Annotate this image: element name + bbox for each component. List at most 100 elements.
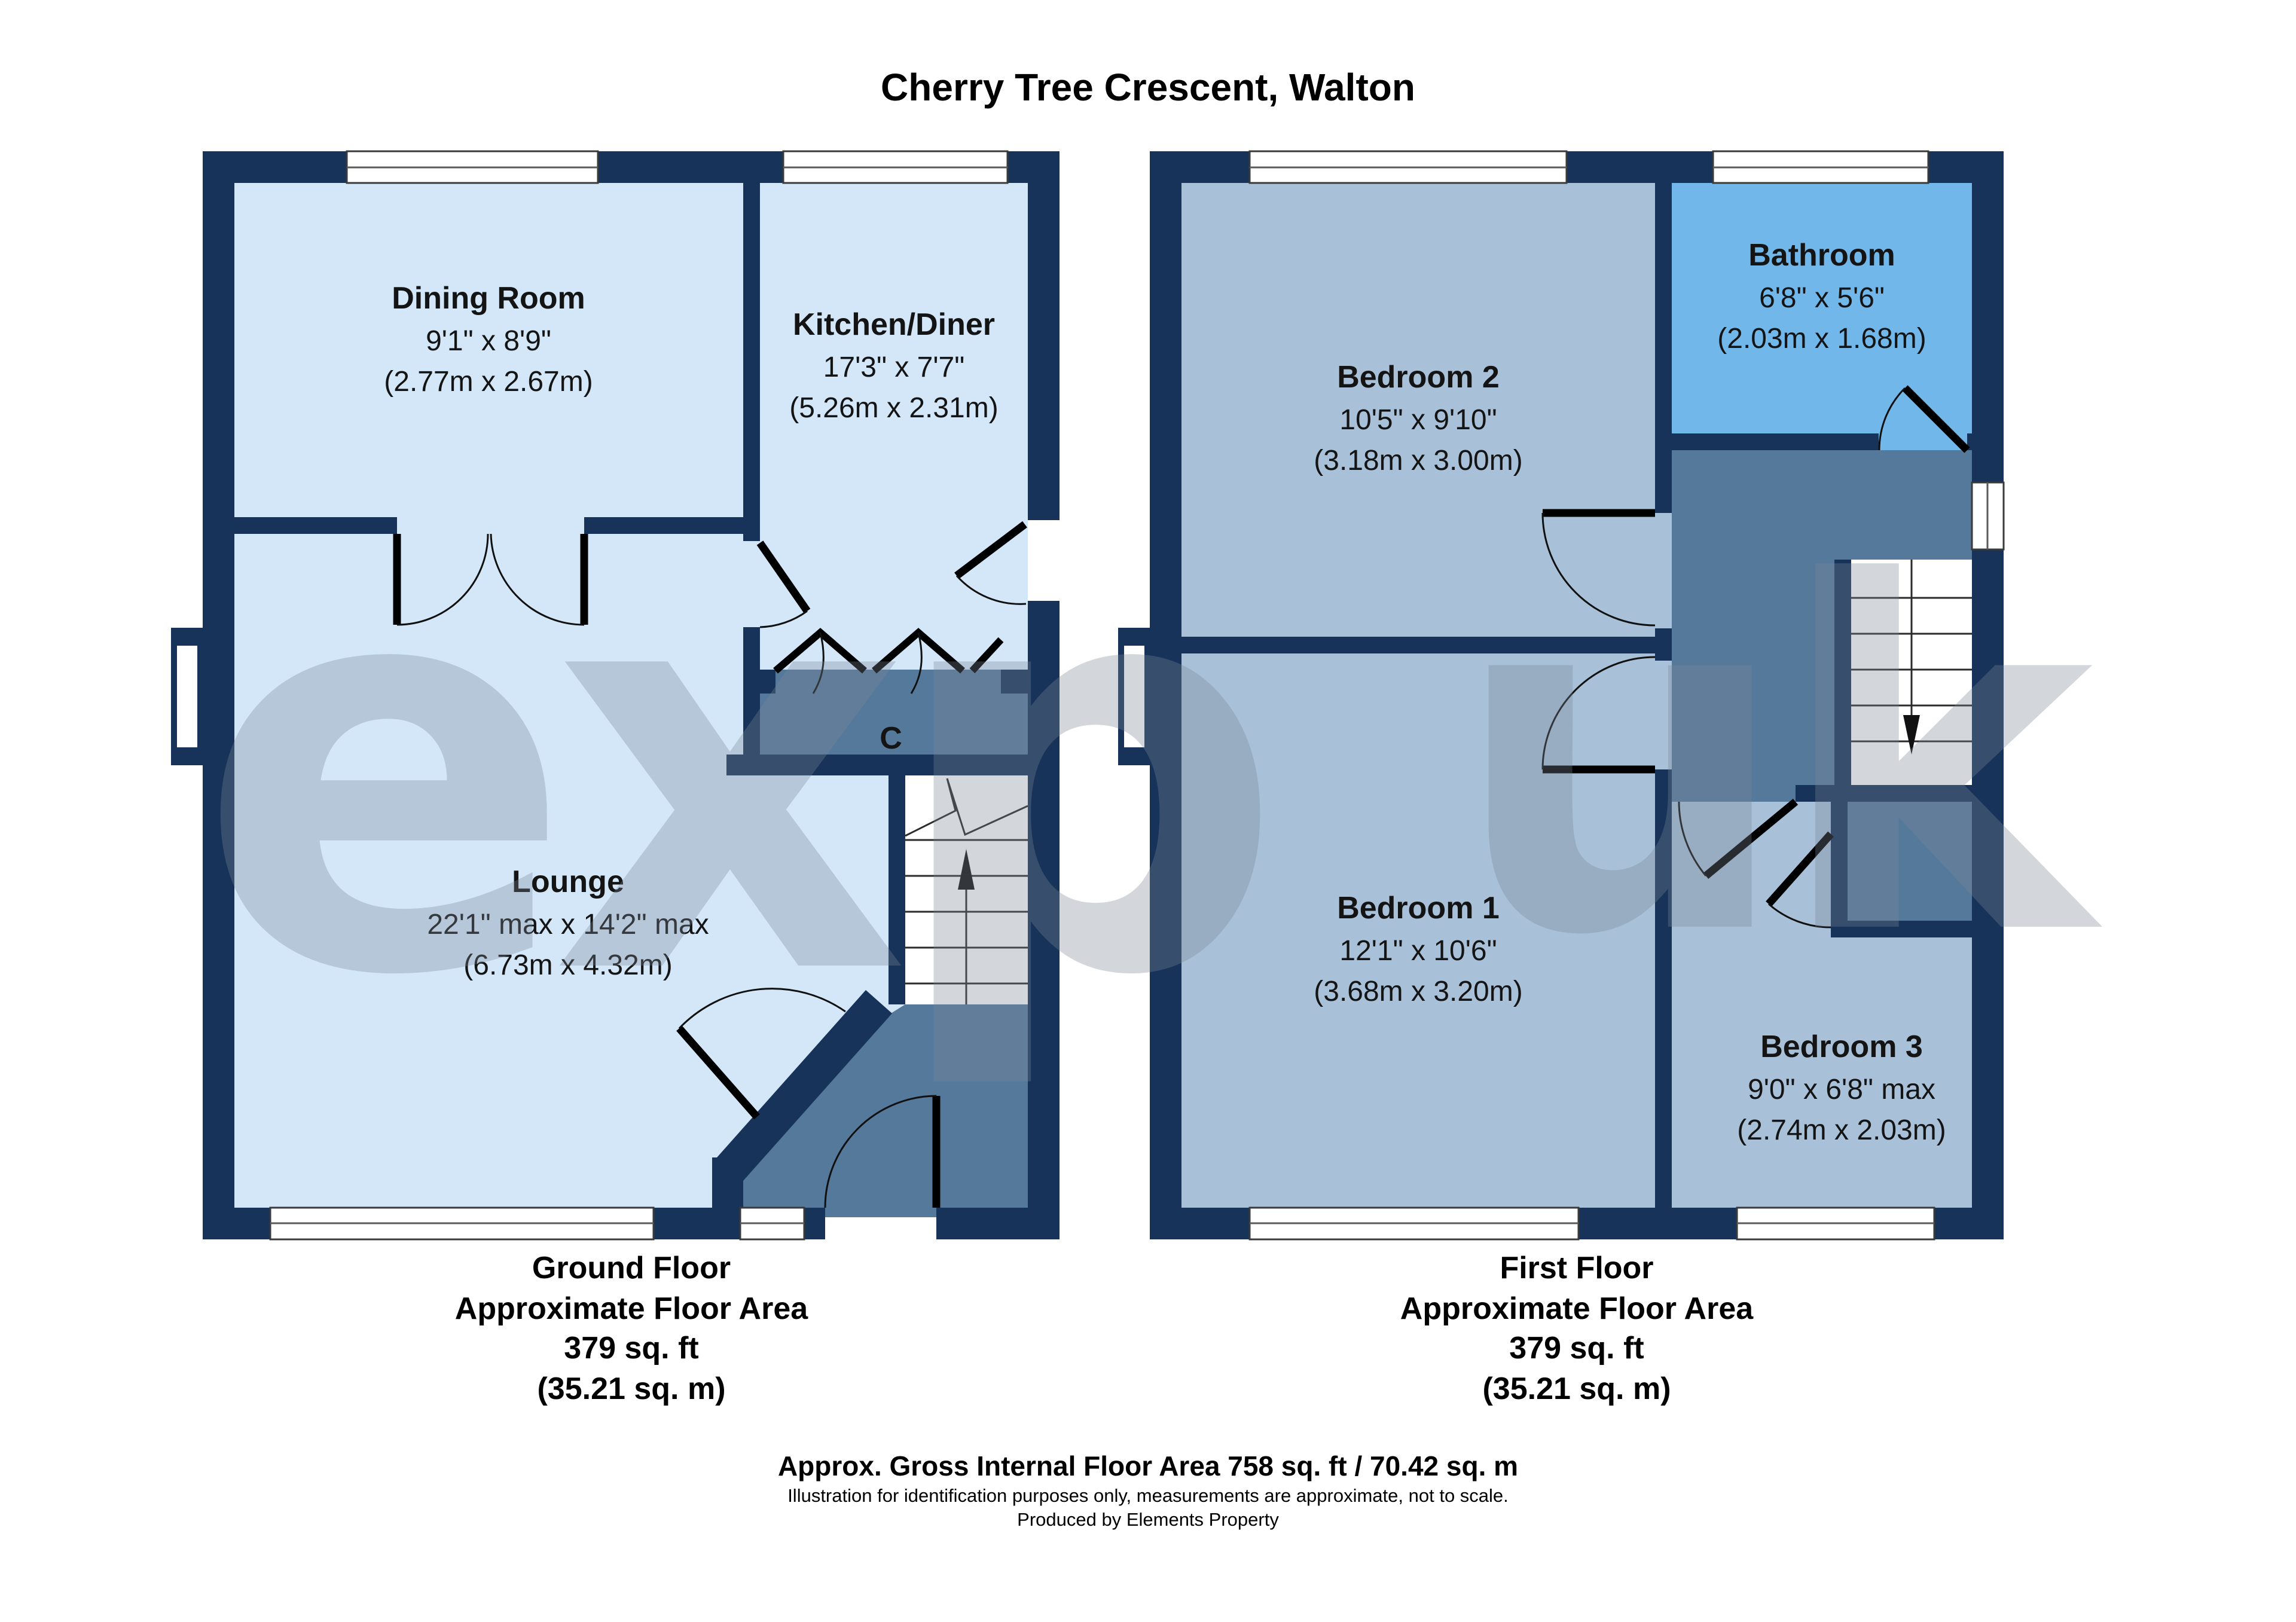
bedroom3-north-wall (1796, 785, 1972, 802)
bedroom3-door-leaf (1703, 798, 1799, 879)
bathroom-imperial: 6'8" x 5'6" (1759, 282, 1885, 314)
cupboard-label: C (880, 721, 902, 756)
lounge-door-arc (678, 988, 846, 1030)
bedroom2-label: Bedroom 2 (1337, 360, 1500, 395)
bathroom-door-leaf (1902, 385, 1970, 453)
kitchen-door-arc (759, 610, 808, 628)
lounge-metric: (6.73m x 4.32m) (463, 949, 672, 981)
bedroom1-metric: (3.68m x 3.20m) (1314, 976, 1522, 1007)
airing-cupboard-left-wall (1831, 802, 1848, 937)
ground-doors (393, 521, 1027, 1208)
ground-wall-right (1028, 151, 1060, 1239)
kitchen-imperial: 17'3" x 7'7" (823, 352, 965, 383)
first-floor-plan: Bedroom 2 10'5" x 9'10" (3.18m x 3.00m) … (1118, 150, 2005, 1241)
first-chimney-void (1124, 646, 1144, 747)
dining-bottom-wall-left (234, 517, 397, 534)
first-caption-line4: (35.21 sq. m) (1482, 1371, 1671, 1406)
front-door-threshold (825, 1208, 936, 1217)
dining-room-label: Dining Room (392, 281, 585, 316)
bedroom3-metric: (2.74m x 2.03m) (1737, 1114, 1946, 1146)
ground-chimney-void (177, 646, 197, 747)
bathroom-label: Bathroom (1748, 238, 1895, 273)
first-floor-caption: First Floor Approximate Floor Area 379 s… (1400, 1251, 1754, 1406)
dining-double-door-arc-right (490, 533, 585, 626)
back-door-arc (955, 575, 1027, 605)
folding-door-stub-right (1001, 670, 1028, 694)
cupboard-bottom-wall (726, 755, 1028, 775)
page-title: Cherry Tree Crescent, Walton (881, 66, 1415, 109)
first-wall-left (1150, 151, 1181, 1239)
footer-gross-area: Approx. Gross Internal Floor Area 758 sq… (778, 1450, 1518, 1482)
bedroom2-door-arc (1541, 512, 1656, 627)
footer-disclaimer: Illustration for identification purposes… (787, 1485, 1509, 1506)
ground-wall-left (203, 151, 234, 1239)
dining-room-metric: (2.77m x 2.67m) (384, 366, 593, 398)
folding-door-stub-left (760, 670, 775, 694)
ground-caption-line4: (35.21 sq. m) (537, 1371, 725, 1406)
first-doors (1541, 385, 1970, 928)
ground-windows (269, 150, 1060, 1241)
first-windows (1248, 150, 2005, 1241)
watermark-uk: uk (1451, 482, 2104, 1040)
kitchen-divider-wall-upper (743, 183, 760, 541)
first-caption-line1: First Floor (1500, 1251, 1653, 1285)
folding-door-curve (812, 632, 825, 694)
stair-up-arrow (958, 849, 975, 890)
hall-diagonal-wall (717, 990, 892, 1181)
lounge-imperial: 22'1" max x 14'2" max (427, 909, 709, 940)
bathroom-left-wall (1655, 183, 1672, 513)
watermark-exp: exp (197, 450, 1262, 1097)
landing-fill (1672, 450, 1972, 802)
bathroom-door-arc (1878, 387, 1906, 451)
hall-left-stub-wall (712, 1157, 743, 1208)
first-stairs (1851, 560, 1972, 755)
lounge-door-leaf (676, 1025, 760, 1120)
airing-cupboard-fill (1831, 802, 1972, 937)
bedroom1-door-arc (1541, 656, 1656, 770)
kitchen-label: Kitchen/Diner (793, 307, 995, 342)
front-door-arc (824, 1095, 937, 1208)
bedroom2-imperial: 10'5" x 9'10" (1339, 404, 1497, 436)
bathroom-bottom-wall-stub (1967, 433, 1972, 450)
bedroom3-door-arc (1678, 801, 1707, 876)
ground-stairwell-wall (889, 775, 905, 1004)
kitchen-metric: (5.26m x 2.31m) (789, 392, 998, 424)
ground-floor-caption: Ground Floor Approximate Floor Area 379 … (455, 1251, 808, 1406)
bedroom2-bedroom1-wall (1181, 637, 1655, 653)
back-door-opening (1028, 520, 1060, 601)
back-door-leaf (954, 521, 1027, 579)
footer: Approx. Gross Internal Floor Area 758 sq… (778, 1450, 1518, 1530)
bedroom1-label: Bedroom 1 (1337, 891, 1500, 925)
ground-stairs (905, 778, 1028, 1004)
airing-cupboard-door-arc (1768, 903, 1831, 928)
footer-producer: Produced by Elements Property (1017, 1509, 1279, 1530)
dining-double-door-arc-left (396, 533, 489, 626)
airing-cupboard-bottom-wall (1831, 921, 1972, 937)
bathroom-metric: (2.03m x 1.68m) (1717, 323, 1926, 355)
bedroom3-imperial: 9'0" x 6'8" max (1748, 1074, 1935, 1105)
ground-floor-plan: Dining Room 9'1" x 8'9" (2.77m x 2.67m) … (171, 150, 1060, 1241)
folding-door-curve (910, 632, 923, 694)
bathroom-bottom-wall (1672, 433, 1879, 450)
first-caption-line2: Approximate Floor Area (1400, 1291, 1754, 1326)
first-wall-right (1972, 151, 2004, 1239)
kitchen-divider-wall-lower (743, 627, 760, 755)
bedroom2-metric: (3.18m x 3.00m) (1314, 445, 1522, 476)
hall-fill (741, 1004, 1028, 1208)
stair-down-arrow (1903, 715, 1920, 755)
bedroom1-imperial: 12'1" x 10'6" (1339, 935, 1497, 967)
ground-caption-line1: Ground Floor (532, 1251, 731, 1285)
stair-break-line (905, 778, 1028, 837)
first-caption-line3: 379 sq. ft (1509, 1331, 1644, 1366)
ground-caption-line2: Approximate Floor Area (455, 1291, 808, 1326)
first-stairwell-wall (1834, 560, 1851, 785)
dining-room-imperial: 9'1" x 8'9" (426, 325, 551, 357)
airing-cupboard-door-leaf (1766, 831, 1834, 907)
ground-caption-line3: 379 sq. ft (564, 1331, 698, 1366)
bedroom3-label: Bedroom 3 (1760, 1030, 1923, 1064)
lounge-label: Lounge (512, 865, 624, 899)
dining-bottom-wall-right (584, 517, 743, 534)
bedroom1-bedroom3-wall (1655, 769, 1672, 1208)
